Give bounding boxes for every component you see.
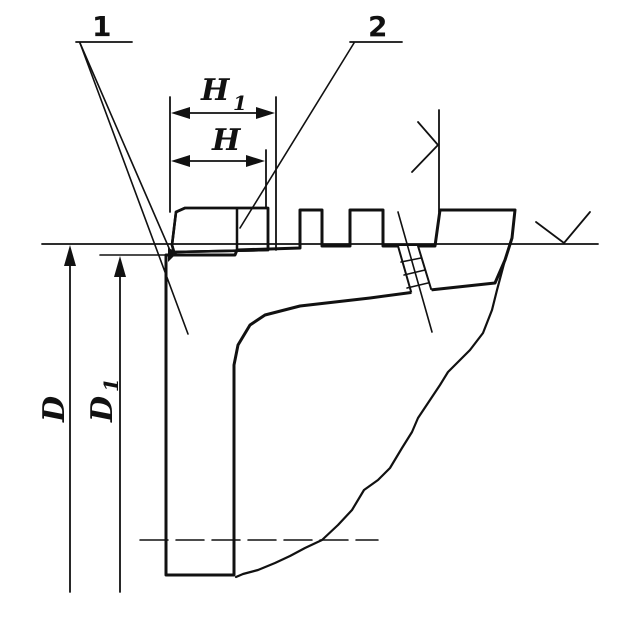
callout-2-leader	[239, 42, 355, 229]
arrow-H1-left	[171, 107, 190, 119]
bolt-axis	[397, 211, 433, 333]
callout-1-leader-b	[79, 42, 189, 335]
arrow-H-left	[171, 155, 190, 167]
ring-insert-hatch	[170, 206, 270, 254]
callout-1-label: 1	[92, 10, 111, 43]
roughness-symbol-horizontal	[535, 211, 591, 244]
callout-1-leader-a	[79, 42, 173, 256]
dim-D-label: D	[37, 396, 72, 423]
dim-D1-subscript: 1	[99, 378, 123, 392]
dim-D1-label: D	[85, 396, 120, 423]
break-line	[234, 258, 507, 579]
roughness-symbol-vertical	[411, 121, 439, 173]
arrow-D1	[114, 256, 126, 277]
arrow-H1-right	[256, 107, 275, 119]
callout-2-label: 2	[368, 10, 387, 43]
dim-H1-label: H	[200, 73, 231, 108]
arrow-D	[64, 245, 76, 266]
housing-body	[164, 208, 517, 577]
arrow-H-right	[246, 155, 265, 167]
dim-H1-subscript: 1	[233, 91, 247, 115]
ring-insert	[170, 206, 270, 254]
dim-H-label: H	[211, 123, 242, 158]
